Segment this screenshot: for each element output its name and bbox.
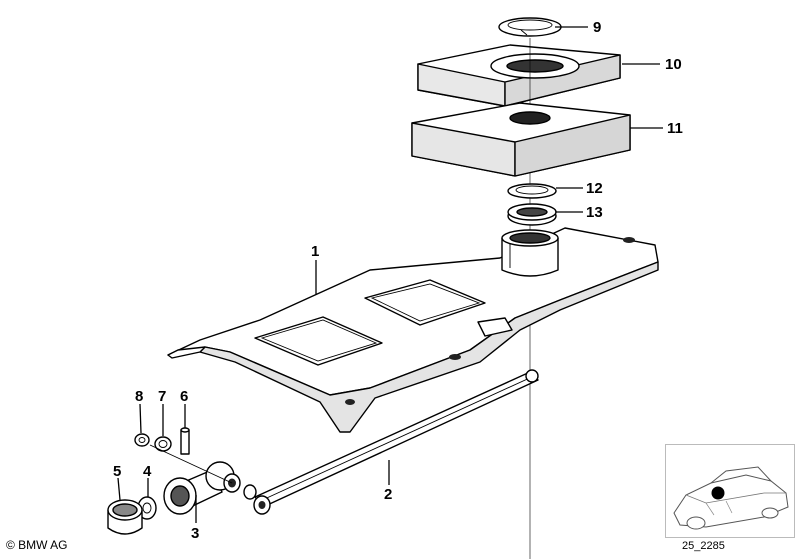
diagram-code: 25_2285 [682,540,725,552]
assembly-axis-line [149,444,233,484]
callout-6: 6 [180,388,188,405]
callout-11: 11 [667,120,683,137]
leader-lines [117,26,663,523]
part-13-bearing [507,203,557,226]
part-9-circlip [498,17,562,37]
callout-8: 8 [135,388,143,405]
vehicle-locator-thumbnail [665,444,795,538]
callout-3: 3 [191,525,199,542]
part-5-sleeve [107,499,143,535]
callout-10: 10 [665,56,682,73]
car-location-icon [673,466,789,530]
part-2-shift-rod [243,369,539,515]
callout-4: 4 [143,463,152,480]
part-10-pad [417,38,621,559]
part-1-bracket [167,227,659,433]
part-12-circlip [507,183,557,199]
callout-12: 12 [586,180,603,197]
callout-labels: 9 10 11 12 13 1 2 3 4 5 6 7 8 [113,19,683,542]
part-11-foam-block [411,102,631,177]
callout-5: 5 [113,463,121,480]
callout-2: 2 [384,486,392,503]
callout-9: 9 [593,19,601,36]
callout-13: 13 [586,204,603,221]
location-marker [711,486,725,500]
part-3-joint [163,461,241,515]
callout-1: 1 [311,243,319,260]
part-8-clip [134,433,150,447]
part-6-pin [180,427,190,455]
callout-7: 7 [158,388,166,405]
copyright-notice: © BMW AG [6,538,68,552]
